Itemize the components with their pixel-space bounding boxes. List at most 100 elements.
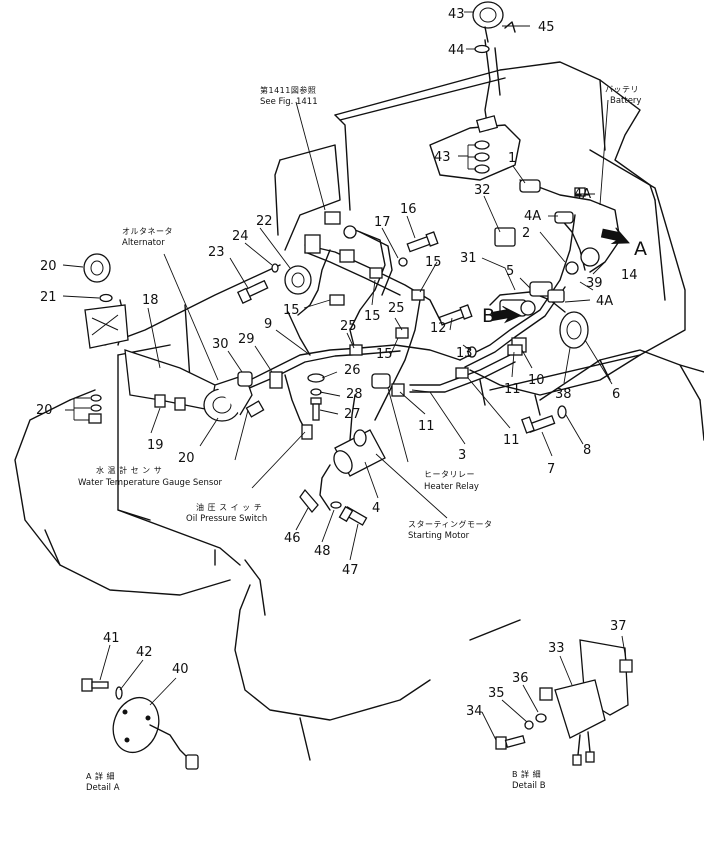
- part-number-callout: 25: [340, 319, 357, 334]
- oil-pressure-en-label: Oil Pressure Switch: [186, 514, 267, 524]
- oil-pressure-jp-label: 油 圧 ス イ ッ チ: [196, 502, 262, 512]
- water-temp-sensor-icon: [245, 400, 265, 418]
- bolt-icon: [174, 397, 186, 411]
- relay-icon: [554, 679, 606, 739]
- part-number-callout: 11: [418, 419, 435, 434]
- cable-terminal-icon: [299, 488, 319, 514]
- nut-icon: [474, 140, 490, 150]
- part-number-callout: 43: [448, 7, 465, 22]
- alternator-en-label: Alternator: [122, 238, 165, 248]
- part-number-callout: 39: [586, 276, 603, 291]
- part-number-callout: 19: [147, 438, 164, 453]
- bolt-icon: [310, 397, 322, 421]
- battery-en-label: Battery: [610, 96, 641, 106]
- part-number-callout: 3: [458, 448, 466, 463]
- part-number-callout: 32: [474, 183, 491, 198]
- part-number-callout: 34: [466, 704, 483, 719]
- view-a-marker: A: [634, 238, 647, 260]
- part-number-callout: 31: [460, 251, 477, 266]
- part-number-callout: 27: [344, 407, 361, 422]
- machine-body: [14, 61, 704, 761]
- bolt-icon: [81, 678, 109, 692]
- part-number-callout: 38: [555, 387, 572, 402]
- view-b-arrow-icon: [490, 306, 522, 324]
- part-number-callout: 2: [522, 226, 530, 241]
- part-number-callout: 20: [40, 259, 57, 274]
- view-b-marker: B: [482, 305, 495, 327]
- part-number-callout: 4A: [574, 187, 591, 202]
- bolt-icon: [406, 231, 439, 253]
- part-number-callout: 44: [448, 43, 465, 58]
- part-number-callout: 42: [136, 645, 153, 660]
- part-number-callout: 10: [528, 373, 545, 388]
- bolt-icon: [438, 304, 473, 326]
- see-fig-en-label: See Fig. 1411: [260, 97, 318, 107]
- clip-icon: [329, 294, 345, 306]
- part-number-callout: 14: [621, 268, 638, 283]
- nut-icon: [619, 659, 633, 673]
- part-number-callout: 26: [344, 363, 361, 378]
- washer-icon: [271, 263, 279, 273]
- washer-icon: [524, 720, 534, 730]
- connector-icon: [324, 211, 341, 225]
- part-number-callout: 13: [456, 346, 473, 361]
- part-number-callout: 6: [612, 387, 620, 402]
- relay-icon: [494, 227, 516, 247]
- part-number-callout: 30: [212, 337, 229, 352]
- part-number-callout: 4: [372, 501, 380, 516]
- clip-icon: [395, 327, 409, 339]
- part-number-callout: 20: [36, 403, 53, 418]
- clip-icon: [339, 249, 355, 263]
- part-number-callout: 36: [512, 671, 529, 686]
- bracket-icon: [124, 349, 216, 411]
- part-number-callout: 15: [283, 303, 300, 318]
- connector-icon: [585, 751, 595, 763]
- clamp-icon: [455, 367, 469, 379]
- nut-icon: [90, 394, 102, 402]
- part-number-callout: 43: [434, 150, 451, 165]
- starting-motor-icon: [333, 429, 386, 477]
- clip-icon: [369, 267, 383, 279]
- part-number-callout: 11: [504, 382, 521, 397]
- battery-terminal-icon: [554, 211, 574, 224]
- part-number-callout: 8: [583, 443, 591, 458]
- part-number-callout: 21: [40, 290, 57, 305]
- part-number-callout: 9: [264, 317, 272, 332]
- washer-icon: [310, 388, 322, 396]
- connector-icon: [580, 247, 600, 267]
- part-number-callout: 11: [503, 433, 520, 448]
- lamp-housing-icon: [84, 304, 129, 349]
- clamp-icon: [307, 373, 325, 383]
- part-number-callout: 5: [506, 264, 514, 279]
- bolt-icon: [495, 734, 526, 750]
- washer-icon: [330, 501, 342, 509]
- connector-icon: [572, 754, 582, 766]
- switch-icon: [559, 311, 589, 349]
- detail-b-en-label: Detail B: [512, 781, 546, 791]
- connector-icon: [185, 754, 199, 770]
- part-number-callout: 24: [232, 229, 249, 244]
- part-number-callout: 20: [178, 451, 195, 466]
- part-number-callout: 45: [538, 20, 555, 35]
- part-number-callout: 37: [610, 619, 627, 634]
- lamp-icon: [83, 253, 111, 283]
- part-number-callout: 23: [208, 245, 225, 260]
- connector-icon: [269, 371, 283, 389]
- heater-relay-jp-label: ヒータリレー: [424, 470, 475, 479]
- text-labels: 第1411図参照 See Fig. 1411 バッテリ Battery オルタネ…: [78, 85, 647, 793]
- part-number-callout: 35: [488, 686, 505, 701]
- part-number-callout: 22: [256, 214, 273, 229]
- part-number-callout: 7: [547, 462, 555, 477]
- bolt-icon: [154, 394, 166, 408]
- washer-icon: [474, 44, 490, 54]
- bolt-icon: [236, 279, 269, 304]
- part-number-callout: 4A: [596, 294, 613, 309]
- water-temp-en-label: Water Temperature Gauge Sensor: [78, 478, 223, 488]
- part-number-callout: 4A: [524, 209, 541, 224]
- connector-icon: [304, 234, 321, 254]
- washer-icon: [557, 405, 567, 419]
- clip-icon: [411, 289, 425, 301]
- part-number-callout: 33: [548, 641, 565, 656]
- sensor-plate-icon: [112, 696, 160, 754]
- nut-icon: [88, 413, 102, 424]
